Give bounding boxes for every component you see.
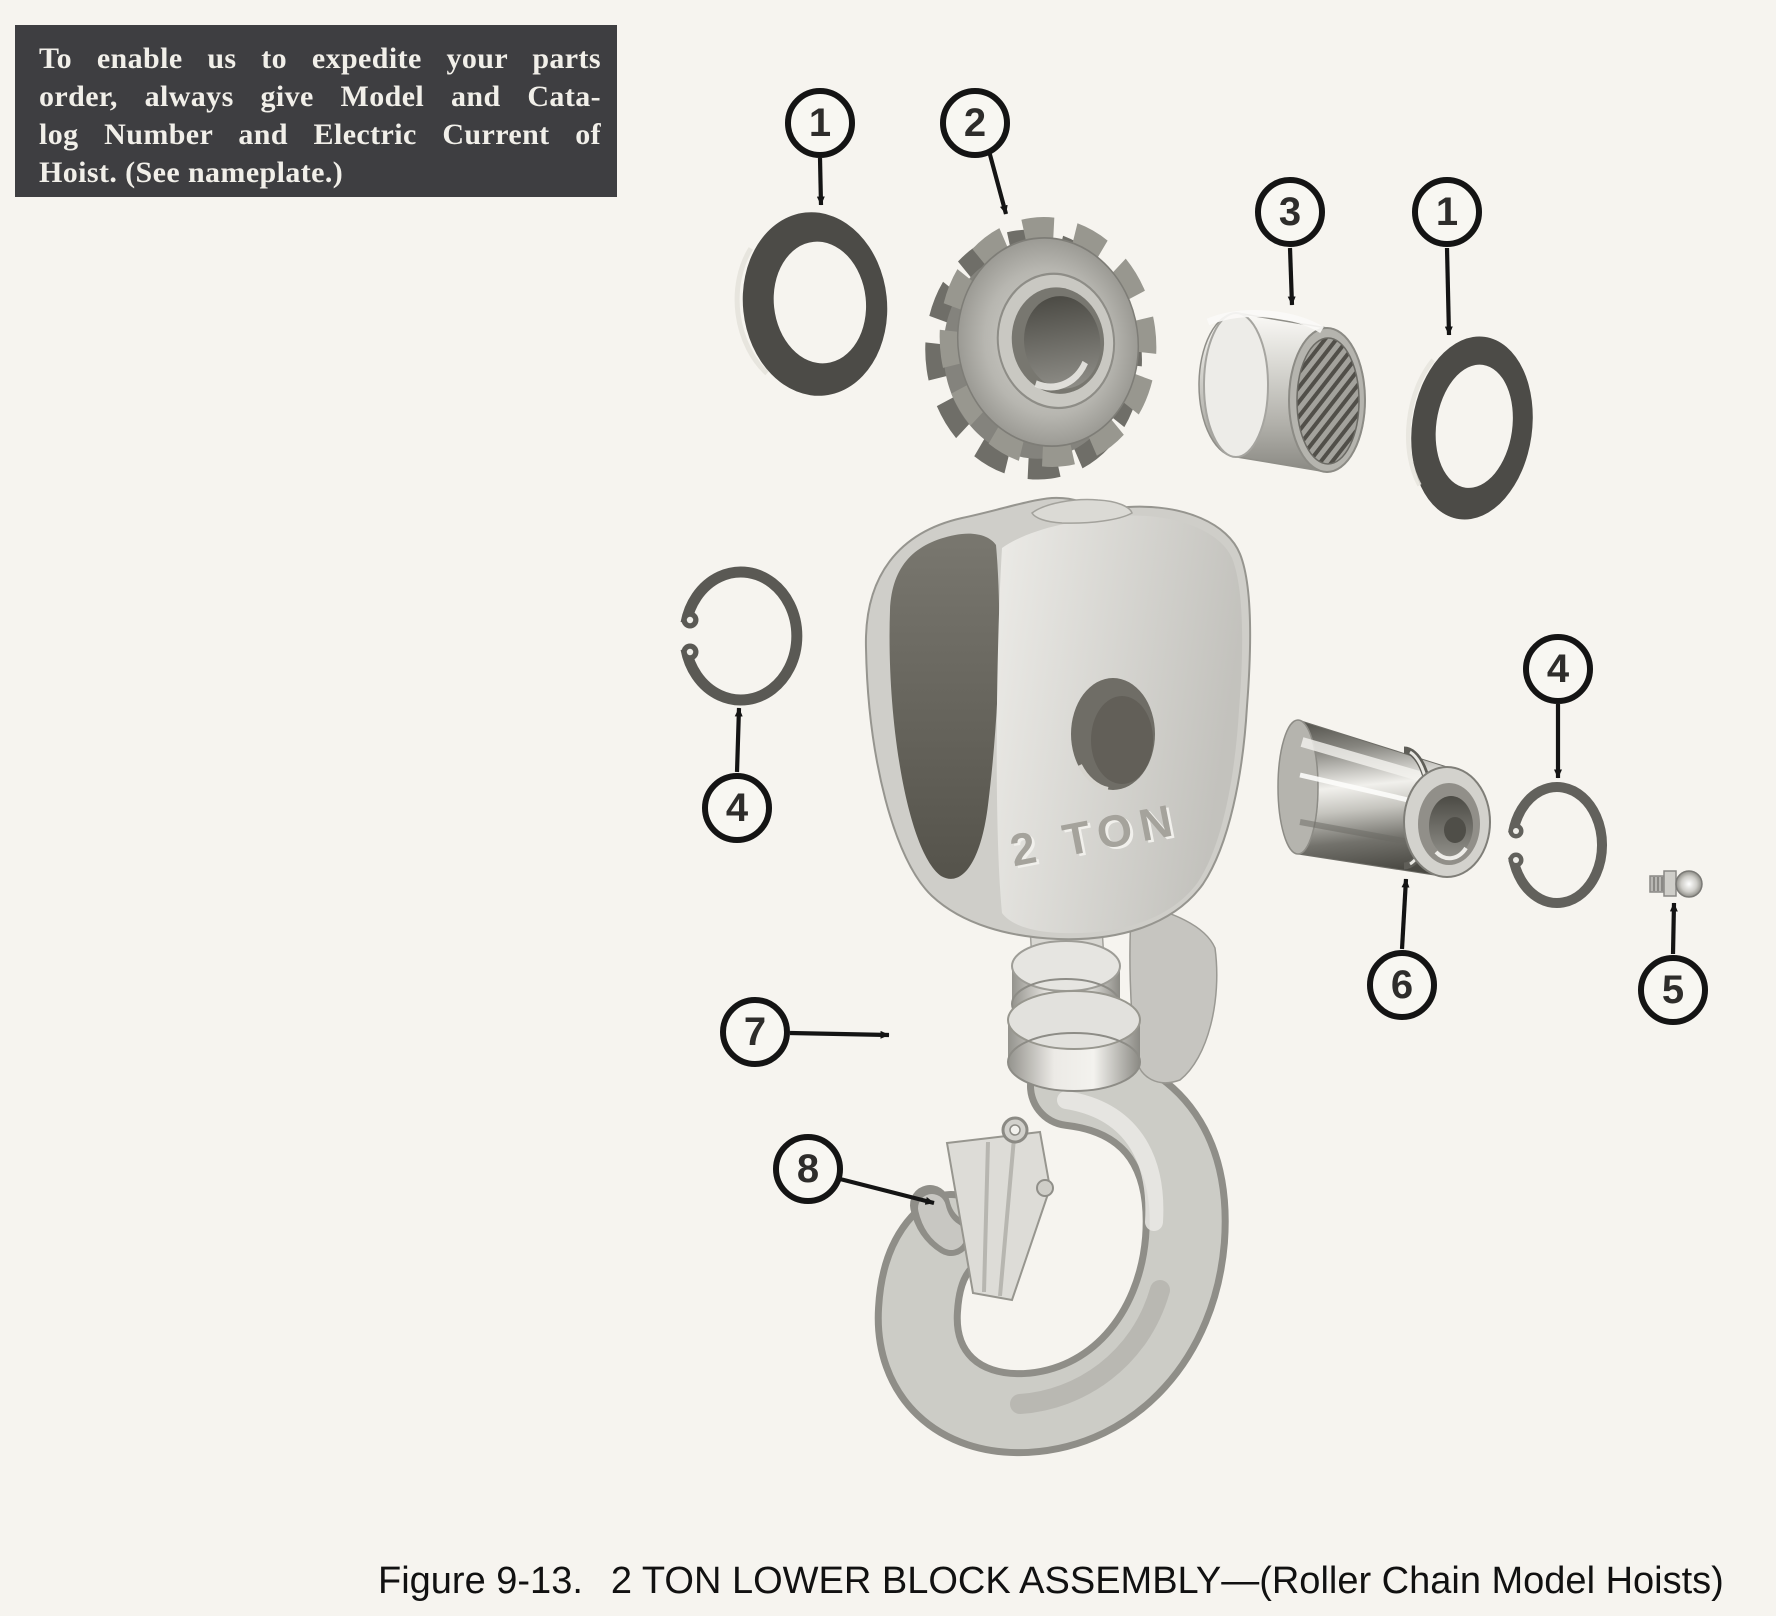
sheave-pin — [1277, 719, 1491, 878]
parts-order-notice: To enable us to expedite your parts orde… — [15, 25, 617, 197]
retaining-ring-right — [1508, 782, 1608, 908]
callout-label: 7 — [743, 1010, 767, 1054]
retaining-ring-left — [680, 566, 803, 706]
notice-line: order, always give Model and Cata- — [39, 80, 601, 113]
figure-caption: Figure 9-13. 2 TON LOWER BLOCK ASSEMBLY—(… — [378, 1560, 1724, 1603]
callout-1-thrust-washer-left: 1 — [785, 88, 855, 158]
callout-label: 4 — [725, 786, 749, 830]
callout-1-thrust-washer-right: 1 — [1412, 177, 1482, 247]
callout-4-retaining-ring-right: 4 — [1523, 634, 1593, 704]
callout-6-sheave-pin: 6 — [1367, 950, 1437, 1020]
callout-2-chain-sprocket: 2 — [940, 88, 1010, 158]
callout-label: 5 — [1661, 968, 1685, 1012]
chain-sprocket — [925, 217, 1157, 480]
figure-title: 2 TON LOWER BLOCK ASSEMBLY—(Roller Chain… — [610, 1560, 1724, 1602]
callout-arrows — [734, 150, 1678, 1206]
thrust-washer-right — [1406, 336, 1533, 520]
callout-label: 3 — [1278, 190, 1302, 234]
swivel-bearing-stack — [1001, 927, 1141, 1144]
callout-label: 2 — [963, 101, 987, 145]
grease-fitting — [1649, 870, 1703, 898]
callout-4-retaining-ring-left: 4 — [702, 773, 772, 843]
callout-label: 6 — [1390, 963, 1414, 1007]
callout-8-safety-latch: 8 — [773, 1134, 843, 1204]
notice-line: To enable us to expedite your parts — [39, 42, 601, 75]
callout-5-grease-fitting: 5 — [1638, 955, 1708, 1025]
callout-label: 1 — [1435, 190, 1459, 234]
callout-label: 8 — [796, 1147, 820, 1191]
block-right-leg — [1129, 901, 1218, 1084]
callout-3-needle-bearing: 3 — [1255, 177, 1325, 247]
swivel-hook — [874, 1043, 1229, 1457]
hook-block-body: 2 TON 2 TON — [864, 496, 1252, 941]
callout-label: 1 — [808, 101, 832, 145]
thrust-washer-left — [734, 212, 888, 396]
notice-line: log Number and Electric Current of — [39, 118, 601, 151]
callout-7-hook-block: 7 — [720, 997, 790, 1067]
figure-label: Figure 9-13. — [378, 1560, 583, 1602]
notice-line: Hoist. (See nameplate.) — [39, 156, 344, 189]
callout-label: 4 — [1546, 647, 1570, 691]
needle-bearing — [1198, 310, 1366, 473]
